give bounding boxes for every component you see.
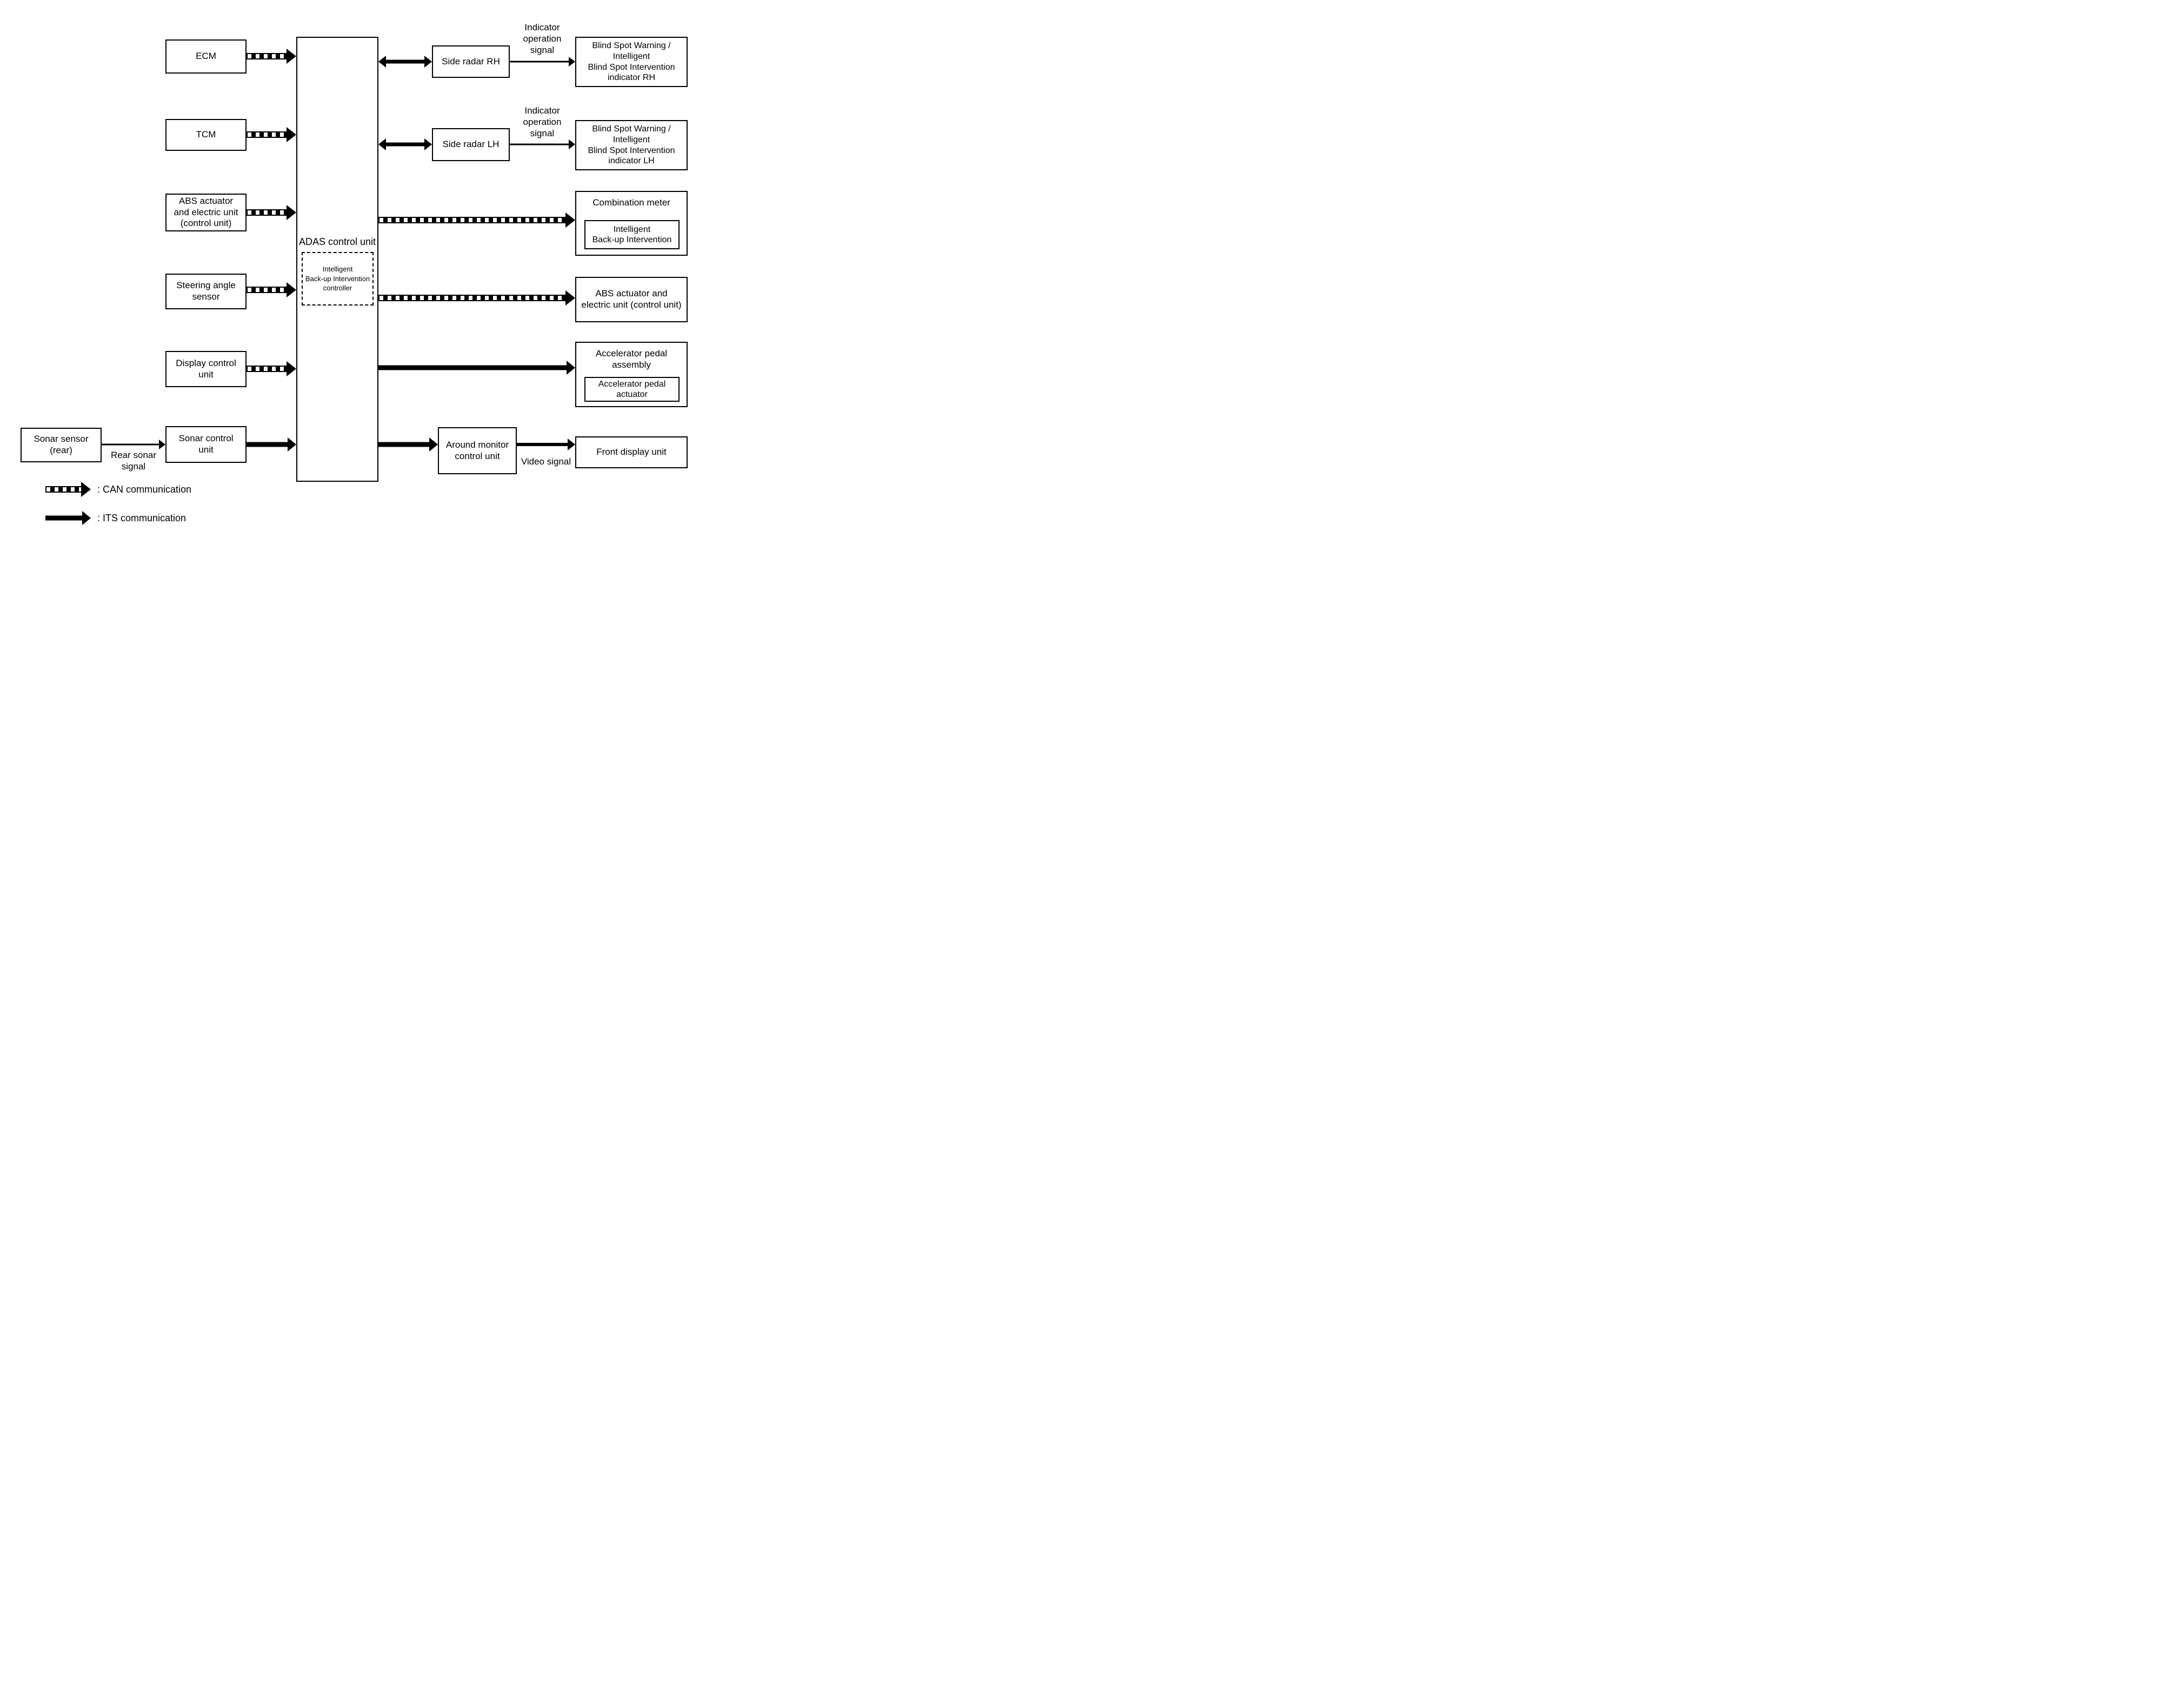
node-abs-actuator-right: ABS actuator and electric unit (control … xyxy=(575,277,688,322)
node-accelerator-pedal-actuator: Accelerator pedal actuator xyxy=(584,377,680,402)
can-arrow-ecm-to-adas xyxy=(247,49,296,64)
can-arrow-steering-to-adas xyxy=(247,282,296,297)
legend-its-arrow-sample xyxy=(45,511,91,525)
its-arrow-sonar-control-to-adas xyxy=(247,437,296,452)
indicator-operation-signal-lh-label: Indicator operation signal xyxy=(523,105,562,139)
can-arrow-tcm-to-adas xyxy=(247,127,296,142)
adas-control-unit-label: ADAS control unit xyxy=(298,236,376,247)
can-arrow-abs-to-adas xyxy=(247,205,296,220)
arrow-side-radar-rh-to-indicator xyxy=(510,56,575,68)
arrow-sonar-sensor-to-sonar-control xyxy=(102,439,165,450)
node-tcm: TCM xyxy=(165,119,247,151)
can-arrow-adas-to-combination-meter xyxy=(378,213,575,228)
node-intelligent-backup-intervention-controller: Intelligent Back-up Intervention control… xyxy=(302,252,374,306)
node-sonar-sensor-rear: Sonar sensor (rear) xyxy=(21,428,102,462)
its-arrow-adas-to-accelerator xyxy=(378,361,575,375)
double-arrow-adas-side-radar-rh xyxy=(378,56,432,68)
node-around-monitor-control-unit: Around monitor control unit xyxy=(438,427,517,474)
adas-system-diagram: ECM TCM ABS actuator and electric unit (… xyxy=(0,0,699,543)
its-arrow-adas-to-around-monitor xyxy=(378,437,438,452)
can-arrow-display-to-adas xyxy=(247,361,296,376)
node-bsw-indicator-lh: Blind Spot Warning / Intelligent Blind S… xyxy=(575,120,688,170)
combination-meter-label: Combination meter xyxy=(592,197,670,208)
node-side-radar-lh: Side radar LH xyxy=(432,128,510,161)
arrow-side-radar-lh-to-indicator xyxy=(510,138,575,150)
node-accelerator-pedal-assembly: Accelerator pedal assembly Accelerator p… xyxy=(575,342,688,407)
can-arrow-adas-to-abs-right xyxy=(378,290,575,306)
video-signal-label: Video signal xyxy=(521,456,571,467)
arrow-around-monitor-to-front-display xyxy=(517,439,575,450)
node-front-display-unit: Front display unit xyxy=(575,436,688,468)
node-display-control-unit: Display control unit xyxy=(165,351,247,387)
legend-its-label: : ITS communication xyxy=(97,513,187,523)
node-steering-angle-sensor: Steering angle sensor xyxy=(165,274,247,309)
node-sonar-control-unit: Sonar control unit xyxy=(165,426,247,463)
node-side-radar-rh: Side radar RH xyxy=(432,45,510,78)
indicator-operation-signal-rh-label: Indicator operation signal xyxy=(523,22,562,56)
legend-can-arrow-sample xyxy=(45,482,91,497)
rear-sonar-signal-label: Rear sonar signal xyxy=(110,450,157,472)
node-ecm: ECM xyxy=(165,39,247,74)
double-arrow-adas-side-radar-lh xyxy=(378,138,432,150)
legend-can-label: : CAN communication xyxy=(97,484,192,495)
node-bsw-indicator-rh: Blind Spot Warning / Intelligent Blind S… xyxy=(575,37,688,87)
accelerator-pedal-assembly-label: Accelerator pedal assembly xyxy=(595,348,668,370)
node-abs-actuator-left: ABS actuator and electric unit (control … xyxy=(165,194,247,231)
node-intelligent-backup-intervention-meter: Intelligent Back-up Intervention xyxy=(584,220,680,249)
node-combination-meter: Combination meter Intelligent Back-up In… xyxy=(575,191,688,256)
node-adas-control-unit: ADAS control unit Intelligent Back-up In… xyxy=(296,37,378,482)
